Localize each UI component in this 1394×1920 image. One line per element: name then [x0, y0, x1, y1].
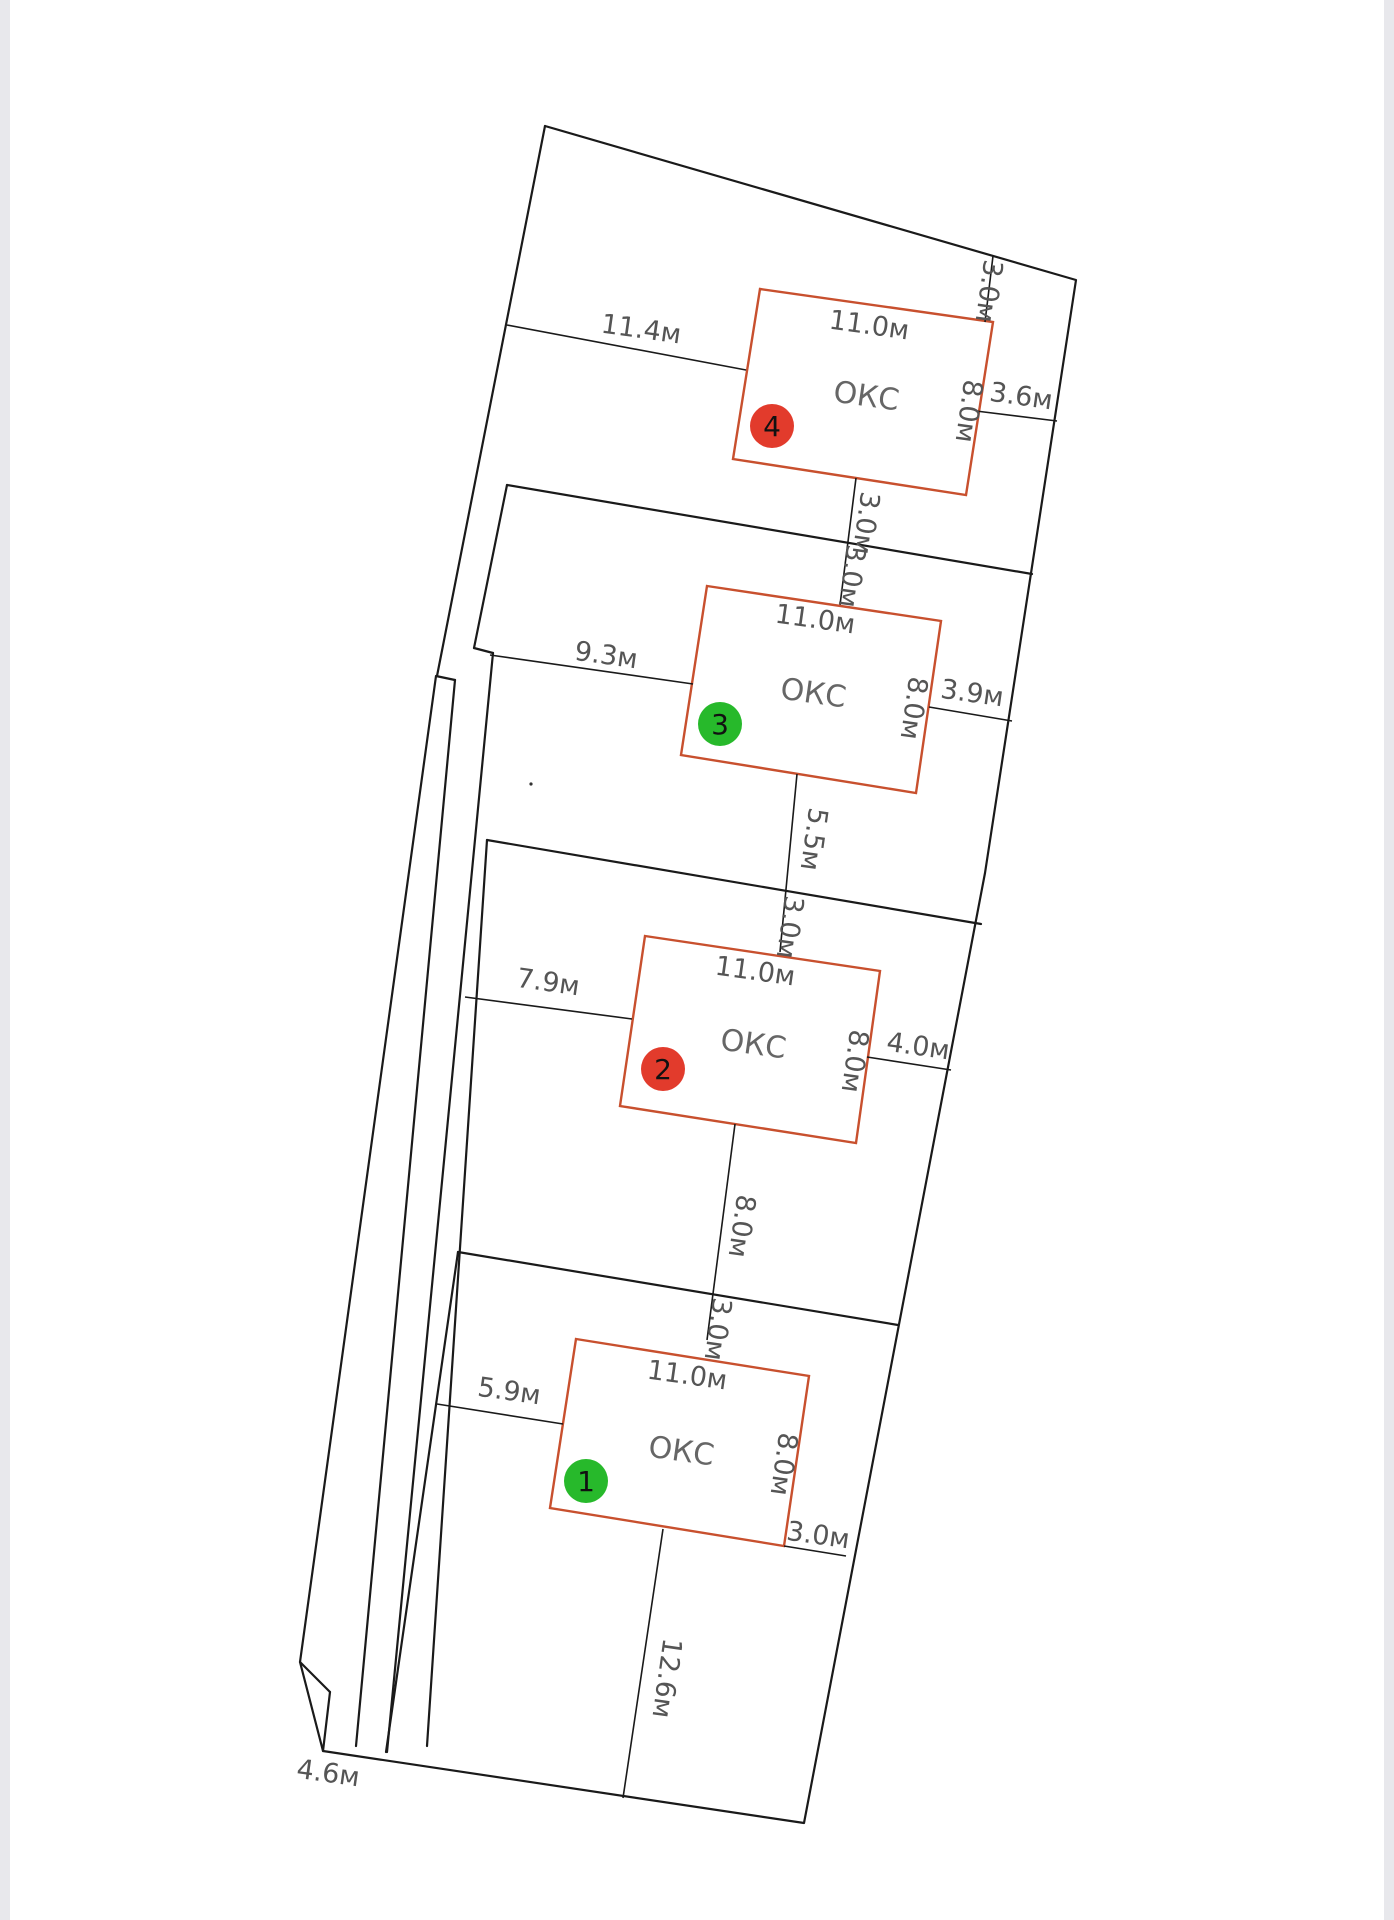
building-3-label: ОКС [778, 672, 848, 716]
building-2-front-label: 3.0м [770, 894, 810, 961]
building-3-right-label: 3.9м [939, 674, 1006, 714]
lot4-left-bottom [472, 646, 495, 655]
lot2-left-edge [384, 1250, 460, 1754]
building-2-left-label: 7.9м [515, 963, 582, 1003]
building-3 [489, 584, 1013, 953]
building-2-outline [618, 934, 882, 1145]
building-4-back-dim [984, 255, 994, 323]
access-strip-line-1 [354, 678, 457, 1748]
building-4-label: ОКС [831, 375, 901, 419]
building-2-right-dim [866, 1056, 952, 1071]
building-1-right-dim [783, 1545, 847, 1557]
building-3-back-label: 5.5м [794, 806, 834, 873]
lot4-dividing-line [505, 483, 1034, 576]
marker-4-circle [750, 404, 794, 448]
building-4-right-dim [975, 410, 1058, 422]
building-2-back-label: 8.0м [722, 1193, 762, 1260]
building-3-left-label: 9.3м [573, 636, 640, 676]
building-1-depth-label: 8.0м [764, 1431, 804, 1498]
marker-2-number: 2 [654, 1053, 672, 1086]
lot2-dividing-line [456, 1250, 900, 1327]
stray-dot [529, 782, 533, 786]
access-strip-bottom-end [298, 1660, 332, 1694]
building-1-back-dim [622, 1528, 664, 1799]
access-strip-line-2 [385, 651, 495, 1754]
marker-3-circle [698, 702, 742, 746]
building-4-front-dim [839, 477, 857, 606]
building-2-left-dim [464, 996, 633, 1020]
access-strip-outer [435, 124, 547, 678]
building-2-label: ОКС [718, 1023, 788, 1067]
building-1-front-label: 3.0м [698, 1296, 738, 1363]
building-3-outline [679, 584, 943, 795]
building-4-left-dim [506, 324, 747, 371]
marker-1: 1 [564, 1459, 608, 1503]
building-3-left-dim [489, 654, 694, 685]
marker-1-number: 1 [577, 1465, 595, 1498]
building-2-front-dim [706, 1123, 736, 1341]
marker-4-number: 4 [763, 410, 781, 443]
building-4-outline [731, 287, 995, 497]
building-3-depth-label: 8.0м [894, 675, 934, 742]
building-4-back-label: 3.0м [969, 258, 1009, 325]
plot-boundary [298, 124, 1078, 1825]
marker-2-circle [641, 1047, 685, 1091]
building-1-back-label: 12.6м [645, 1636, 687, 1720]
building-2-right-label: 4.0м [885, 1027, 952, 1067]
marker-4: 4 [750, 404, 794, 448]
building-1 [436, 1337, 847, 1799]
building-3-front-dim [779, 773, 798, 953]
building-4-depth-label: 8.0м [949, 378, 989, 445]
marker-3-number: 3 [711, 708, 729, 741]
marker-2: 2 [641, 1047, 685, 1091]
left-edge-bar [0, 0, 10, 1920]
building-4-width-label: 11.0м [827, 305, 911, 347]
building-4-right-label: 3.6м [988, 377, 1055, 417]
marker-1-circle [564, 1459, 608, 1503]
building-2-depth-label: 8.0м [835, 1028, 875, 1095]
right-edge-bar [1384, 0, 1394, 1920]
strip-width-label: 4.6м [295, 1754, 362, 1794]
building-4 [506, 255, 1058, 606]
building-2 [464, 934, 952, 1341]
building-1-left-label: 5.9м [476, 1372, 543, 1412]
access-strip-bottom-edge [321, 1690, 332, 1753]
marker-3: 3 [698, 702, 742, 746]
lot3-left-edge [425, 838, 489, 1748]
building-3-right-dim [928, 706, 1013, 722]
building-1-right-label: 3.0м [785, 1516, 852, 1556]
lot3-dividing-line [485, 838, 983, 926]
building-3-front-label: 3.0м [832, 543, 872, 610]
building-1-label: ОКС [646, 1430, 716, 1474]
building-1-left-dim [436, 1403, 564, 1425]
lot4-left-edge [472, 483, 509, 650]
